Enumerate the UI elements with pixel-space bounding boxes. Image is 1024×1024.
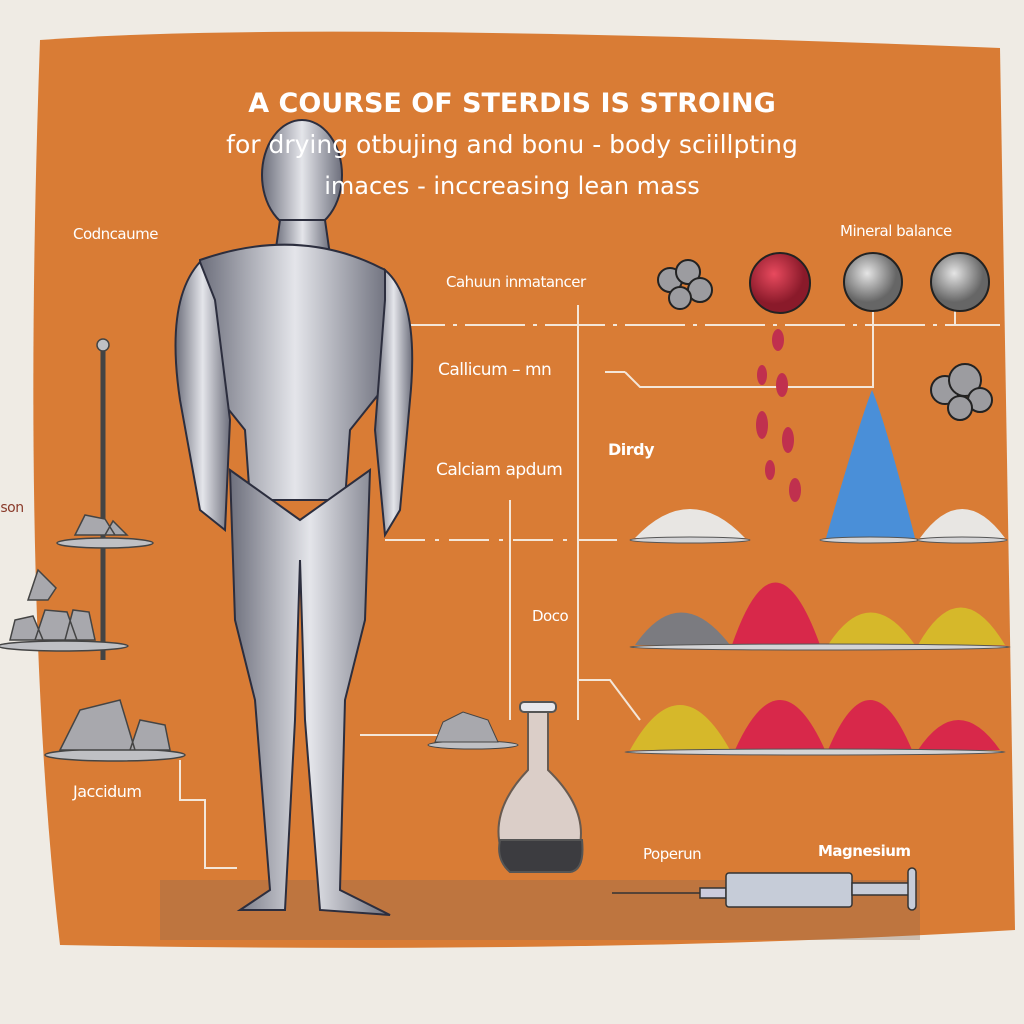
label-calciam: Calciam apdum xyxy=(436,460,563,480)
white-powder xyxy=(635,509,745,538)
label-doco: Doco xyxy=(532,607,569,625)
grey-powder xyxy=(635,612,730,645)
label-cahuun: Cahuun inmatancer xyxy=(446,273,586,291)
title-line-2: for drying otbujing and bonu - body scii… xyxy=(226,130,798,159)
label-magnesium: Magnesium xyxy=(818,842,911,860)
mineral-spheres xyxy=(657,252,993,421)
label-callicum: Callicum – mn xyxy=(438,360,552,380)
powder-piles xyxy=(624,390,1011,756)
label-dirdy: Dirdy xyxy=(608,440,655,459)
grey-sphere xyxy=(843,252,903,312)
muscular-figure xyxy=(174,119,414,916)
white-powder xyxy=(920,509,1005,538)
red-sphere xyxy=(749,252,811,314)
yellow-powder xyxy=(630,705,730,750)
label-codncaume: Codncaume xyxy=(73,225,158,243)
label-ison: ison xyxy=(0,500,24,516)
balance-scale xyxy=(0,338,186,762)
rock-cluster xyxy=(930,363,993,421)
flask-icon xyxy=(497,701,584,873)
label-mineral-balance: Mineral balance xyxy=(840,222,952,240)
label-jaccidum: Jaccidum xyxy=(73,782,142,801)
label-poperun: Poperun xyxy=(643,845,702,863)
red-powder xyxy=(735,700,825,750)
blue-powder xyxy=(826,390,915,538)
red-droplets xyxy=(756,329,801,502)
rock-plate xyxy=(427,711,519,750)
yellow-powder xyxy=(918,607,1005,645)
red-powder xyxy=(918,720,1000,750)
rock-cluster xyxy=(657,259,713,310)
grey-sphere xyxy=(930,252,990,312)
syringe-icon xyxy=(612,867,917,911)
connector-lines xyxy=(179,305,1000,869)
title-line-3: imaces - inccreasing lean mass xyxy=(324,172,700,200)
title-line-1: A COURSE OF STERDIS IS STROING xyxy=(248,88,776,119)
yellow-powder xyxy=(828,612,915,645)
red-powder xyxy=(828,700,912,750)
red-powder xyxy=(732,582,820,645)
